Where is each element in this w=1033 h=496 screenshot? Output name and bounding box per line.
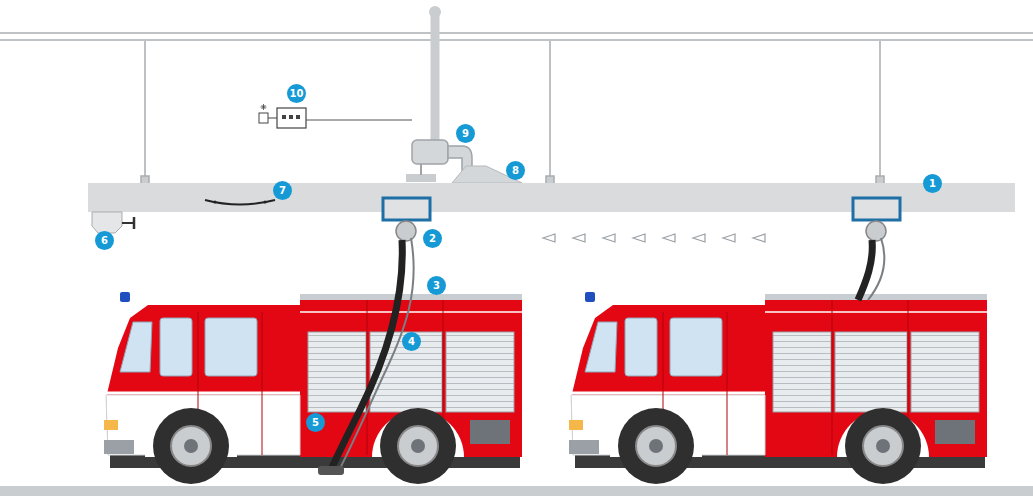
callout-number: 8 [506, 161, 525, 180]
callout-number: 5 [306, 413, 325, 432]
callout-number: 4 [402, 332, 421, 351]
callout-number: 6 [95, 231, 114, 250]
callout-number: 3 [427, 276, 446, 295]
callout-number: 1 [923, 174, 942, 193]
callout-number: 10 [287, 84, 306, 103]
callout-number: 7 [273, 181, 292, 200]
callout-number: 9 [456, 124, 475, 143]
callout-number: 2 [423, 229, 442, 248]
